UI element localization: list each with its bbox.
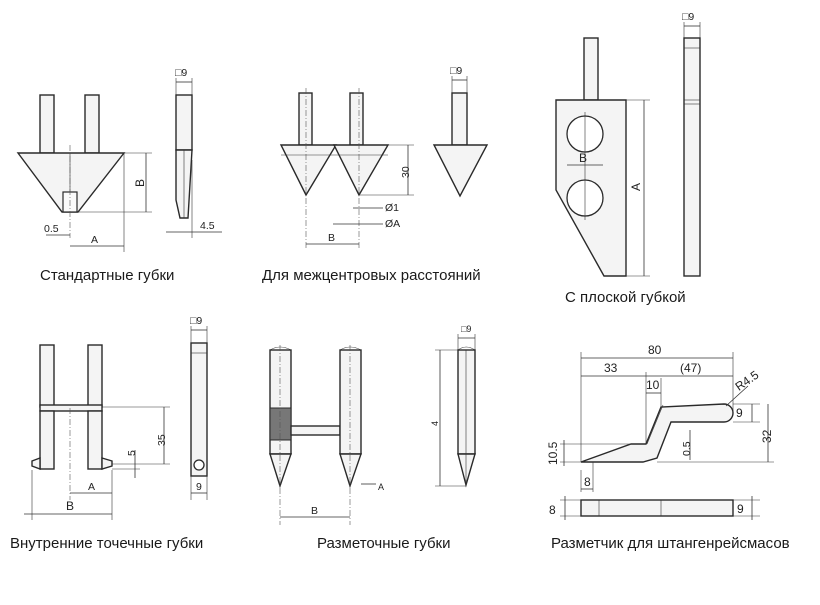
flat-side-dim-sq9: □9 [682,11,694,23]
marking-dim-a: A [378,482,384,492]
inner-side-dim-9: 9 [196,481,202,493]
height-gauge-scriber-front-view: 80 33 (47) 10 R4.5 9 32 0.5 10.5 8 [546,343,774,492]
marking-side-dim-w: 4 [430,421,440,426]
gauge-dim-47: (47) [680,361,701,375]
flat-jaw-side-view: □9 [682,11,701,277]
inner-dim-a: A [88,481,95,493]
marking-side-dim-sq9: □9 [461,324,471,334]
standard-side-dim-sq9: □9 [175,67,187,79]
gauge-dim-9: 9 [736,406,743,420]
standard-jaw-side-view: □9 4.5 [166,67,222,238]
flat-dim-a: A [629,183,643,191]
marking-jaw-side-view: □9 4 [430,324,476,488]
inner-point-jaw-side-view: □9 9 [190,315,208,500]
inner-dim-35: 35 [156,434,168,446]
standard-dim-05: 0.5 [44,223,59,235]
caption-flat-jaw: С плоской губкой [565,289,686,306]
caption-center-distance-jaws: Для межцентровых расстояний [262,267,481,284]
center-distance-jaw-side-view: □9 [432,65,489,198]
gauge-bottom-dim-8: 8 [549,503,556,517]
marking-dim-b: B [311,505,318,517]
gauge-dim-105: 10.5 [546,441,560,465]
center-dim-b: B [328,232,335,244]
flat-jaw-front-view: B A [555,37,650,277]
standard-side-dim-45: 4.5 [200,220,215,232]
gauge-dim-32: 32 [760,429,774,443]
gauge-bottom-dim-9: 9 [737,502,744,516]
gauge-dim-10: 10 [646,378,660,392]
inner-point-jaw-front-view: 35 5 A B [24,344,170,520]
center-dim-d1: Ø1 [385,202,399,214]
gauge-dim-r45: R4.5 [733,368,762,394]
gauge-dim-05: 0.5 [681,441,693,456]
caption-standard-jaws: Стандартные губки [40,267,175,284]
center-side-dim-sq9: □9 [450,65,462,77]
center-dim-30: 30 [400,166,412,178]
caption-inner-point-jaws: Внутренние точечные губки [10,535,204,552]
gauge-dim-33: 33 [604,361,618,375]
caption-height-gauge-scriber: Разметчик для штангенрейсмасов [551,535,790,552]
inner-dim-b: B [66,499,74,513]
standard-dim-a: A [91,234,98,246]
standard-dim-b: B [133,179,147,187]
flat-dim-b: B [579,151,587,165]
gauge-dim-80: 80 [648,343,662,357]
inner-side-dim-sq9: □9 [190,315,202,327]
center-distance-jaw-front-view: 30 Ø1 ØA B [279,88,414,250]
marking-jaw-front-view: B A [269,345,384,525]
height-gauge-scriber-bottom-view: 8 9 [549,496,760,520]
gauge-dim-8: 8 [584,475,591,489]
standard-jaw-front-view: B A 0.5 [16,94,152,252]
caption-marking-jaws: Разметочные губки [317,535,451,552]
center-dim-da: ØA [385,218,400,230]
inner-dim-5: 5 [126,450,138,456]
